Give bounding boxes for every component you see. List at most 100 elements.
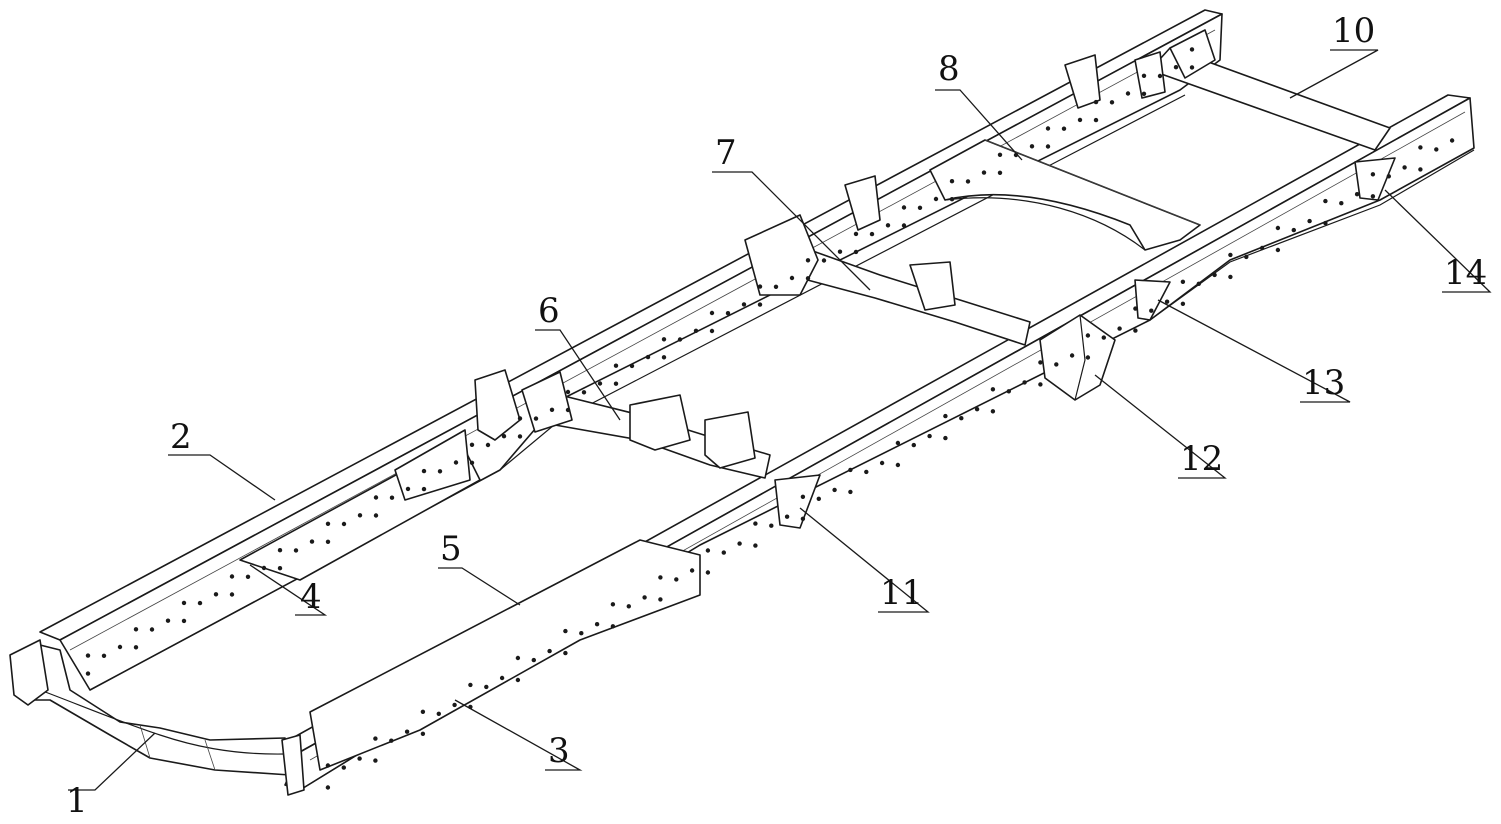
rivet-hole: [1141, 73, 1147, 79]
callout-10: 10: [1332, 11, 1375, 51]
rivet-hole: [117, 644, 123, 650]
bracket-set: [474, 51, 1396, 529]
rivet-hole: [1045, 144, 1051, 149]
rivet-hole: [1069, 353, 1075, 358]
callout-13: 13: [1302, 363, 1345, 403]
rivet-hole: [879, 460, 885, 466]
crossmember-8: [929, 139, 1201, 251]
crossmember-6: [521, 371, 771, 479]
rivet-hole: [325, 521, 331, 526]
rivet-hole: [436, 711, 441, 716]
rivet-hole: [848, 467, 853, 473]
rivet-hole: [517, 416, 523, 421]
rivet-hole: [626, 604, 631, 609]
rivet-hole: [547, 648, 552, 654]
rivet-hole: [885, 223, 891, 228]
rivet-hole: [1228, 274, 1233, 280]
rivet-hole: [610, 624, 616, 629]
rivet-hole: [437, 469, 443, 474]
rivet-hole: [357, 756, 362, 761]
rivet-hole: [420, 709, 426, 714]
rivet-hole: [229, 592, 235, 597]
rivet-hole: [1275, 247, 1281, 253]
body-mount-bracket: [844, 175, 881, 231]
rivet-hole: [981, 170, 987, 175]
rivet-hole: [1434, 147, 1439, 152]
rivet-hole: [693, 328, 699, 333]
rivet-hole: [997, 152, 1003, 157]
rivet-hole: [563, 628, 568, 634]
rivet-hole: [1402, 165, 1407, 170]
rivet-hole: [689, 568, 695, 573]
rivet-hole: [757, 302, 763, 307]
rivet-hole: [757, 284, 763, 289]
rivet-hole: [515, 677, 521, 683]
rivet-hole: [642, 595, 647, 600]
rivet-hole: [737, 541, 742, 546]
leader-lines: [68, 49, 1492, 791]
rivet-hole: [469, 442, 475, 447]
callout-11: 11: [880, 573, 923, 613]
rivet-hole: [949, 197, 955, 202]
rivet-hole: [1045, 126, 1051, 131]
rivet-hole: [848, 489, 853, 495]
rivet-hole: [658, 575, 663, 580]
rivet-hole: [1323, 198, 1328, 204]
rivet-hole: [1093, 99, 1099, 105]
left-longitudinal-beam: [39, 9, 1223, 691]
rivet-hole: [533, 416, 539, 421]
rivet-hole: [1370, 194, 1376, 199]
rivet-hole: [517, 434, 523, 439]
rivet-hole: [181, 618, 187, 624]
rivet-hole: [990, 387, 996, 392]
rivet-hole: [943, 413, 948, 419]
rivet-hole: [805, 258, 811, 263]
body-mount-bracket: [1064, 54, 1101, 109]
rivet-hole: [485, 442, 491, 448]
rivet-hole: [389, 738, 394, 743]
rivet-hole: [705, 570, 711, 575]
rivet-hole: [501, 434, 507, 439]
rivet-hole: [927, 433, 932, 439]
rivet-hole: [373, 758, 378, 763]
rivet-hole: [565, 407, 571, 413]
rivet-hole: [661, 355, 667, 360]
rivet-hole: [816, 496, 821, 501]
callout-labels: 1 2 3 4 5 6 7 8 10 11 12 13 14: [66, 11, 1487, 821]
callout-5: 5: [440, 529, 462, 569]
rivet-hole: [421, 468, 427, 474]
rivet-hole: [468, 682, 473, 688]
bracket-11: [774, 474, 821, 529]
rivet-hole: [1354, 192, 1360, 197]
rivet-hole: [1228, 252, 1233, 258]
rivet-hole: [864, 469, 869, 475]
rivet-hole: [277, 566, 283, 571]
rivet-hole: [709, 328, 715, 334]
rear-crossmember-10: [1149, 29, 1391, 151]
rivet-hole: [853, 249, 859, 255]
rivet-hole: [389, 495, 395, 500]
rivet-hole: [773, 284, 779, 289]
rivet-hole: [1109, 100, 1115, 105]
rivet-hole: [597, 381, 603, 386]
rivet-hole: [165, 618, 171, 623]
callout-3: 3: [548, 731, 570, 771]
rivet-hole: [990, 409, 996, 414]
rivet-hole: [1133, 306, 1138, 311]
rivet-hole: [515, 655, 521, 661]
rivet-hole: [1157, 73, 1163, 79]
rivet-hole: [1259, 245, 1265, 251]
rivet-hole: [901, 223, 907, 228]
callout-12: 12: [1180, 439, 1223, 479]
rivet-hole: [1022, 380, 1027, 385]
rivet-hole: [677, 337, 683, 342]
rivet-hole: [965, 179, 971, 184]
rivet-hole: [1307, 218, 1312, 224]
rivet-hole: [1038, 360, 1043, 365]
rivet-hole: [1449, 138, 1455, 143]
rivet-hole: [949, 179, 955, 184]
rivet-hole: [895, 440, 901, 446]
rivet-hole: [1085, 333, 1091, 338]
rivet-hole: [832, 487, 837, 493]
